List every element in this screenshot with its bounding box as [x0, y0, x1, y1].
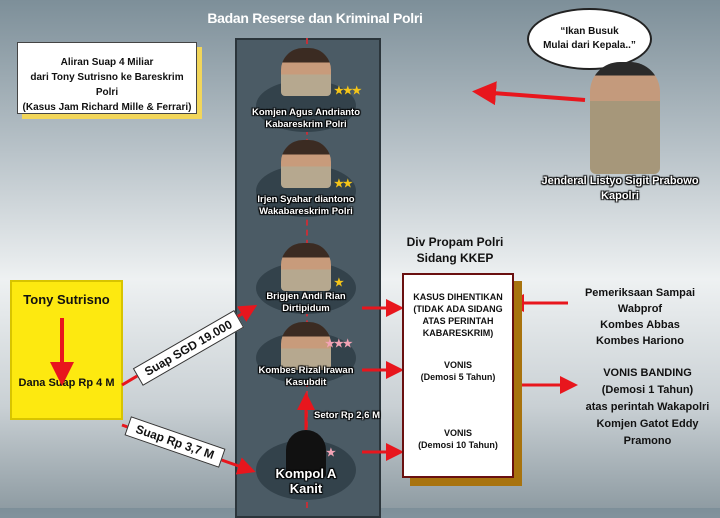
page-title: Badan Reserse dan Kriminal Polri	[207, 10, 423, 26]
official-photo-syahar	[281, 140, 331, 188]
official-role: Kanit	[289, 481, 323, 496]
examination-line: Kombes Abbas	[600, 319, 680, 331]
appeal-line: atas perintah Wakapolri	[585, 401, 710, 413]
examination-line: Pemeriksaan Sampai Wabprof	[584, 287, 696, 315]
quote-line: Mulai dari Kepala..”	[543, 40, 636, 51]
official-name: Komjen Agus Andrianto	[251, 107, 361, 118]
info-line: (Kasus Jam Richard Mille & Ferrari)	[22, 102, 192, 113]
official-photo-andi	[281, 243, 331, 291]
official-role: Wakabareskrim Polri	[259, 206, 353, 217]
appeal-line: VONIS BANDING	[603, 367, 692, 379]
kapolri-photo	[590, 62, 660, 174]
appeal-text: VONIS BANDING (Demosi 1 Tahun) atas perint…	[575, 365, 720, 450]
propam-title: Div Propam Polri	[406, 235, 504, 249]
official-name: Brigjen Andi Rian	[266, 291, 346, 302]
pointing-arrow	[472, 81, 586, 106]
official-photo-rizal	[281, 322, 331, 370]
verdict-line: ATAS PERINTAH	[422, 316, 494, 326]
verdict-1: KASUS DIHENTIKAN (TIDAK ADA SIDANG ATAS PE…	[404, 291, 512, 339]
verdict-line: (Demosi 5 Tahun)	[420, 372, 496, 382]
quote-line: “Ikan Busuk	[560, 26, 619, 37]
kapolri-role: Kapolri	[601, 190, 639, 202]
verdict-line: KASUS DIHENTIKAN	[413, 292, 503, 302]
appeal-line: Komjen Gatot Eddy Pramono	[596, 418, 699, 447]
appeal-line: (Demosi 1 Tahun)	[601, 384, 694, 396]
propam-subtitle: Sidang KKEP	[416, 251, 494, 265]
official-role: Kabareskrim Polri	[265, 119, 347, 130]
verdict-line: VONIS	[443, 428, 472, 438]
official-role: Kasubdit	[285, 377, 327, 388]
silhouette-icon	[286, 430, 326, 478]
star-icon: ★	[326, 447, 336, 459]
official-name: Irjen Syahar diantono	[257, 194, 355, 205]
star-icon: ★★★	[334, 85, 362, 97]
briber-box: Tony Sutrisno Dana Suap Rp 4 M	[10, 280, 123, 420]
verdict-box: KASUS DIHENTIKAN (TIDAK ADA SIDANG ATAS PE…	[402, 273, 514, 478]
official-photo-agus	[281, 48, 331, 96]
examination-line: Kombes Hariono	[595, 335, 684, 347]
star-icon: ★★★	[325, 338, 353, 350]
info-line: dari Tony Sutrisno ke Bareskrim Polri	[30, 72, 184, 98]
official-name: Kombes Rizal Irawan	[258, 365, 354, 376]
verdict-2: VONIS (Demosi 5 Tahun)	[404, 359, 512, 383]
info-line: Aliran Suap 4 Miliar	[60, 57, 154, 68]
star-icon: ★★	[334, 178, 353, 190]
verdict-line: VONIS	[443, 360, 472, 370]
verdict-line: (Demosi 10 Tahun)	[418, 440, 498, 450]
flow-label-setor: Setor Rp 2,6 M	[314, 410, 380, 421]
verdict-3: VONIS (Demosi 10 Tahun)	[404, 427, 512, 451]
verdict-line: KABARESKRIM)	[422, 328, 494, 338]
kapolri-name: Jenderal Listyo Sigit Prabowo	[541, 175, 699, 187]
official-role: Dirtipidum	[282, 303, 330, 314]
verdict-line: (TIDAK ADA SIDANG	[413, 304, 503, 314]
info-box: Aliran Suap 4 Miliar dari Tony Sutrisno …	[17, 42, 197, 114]
briber-name: Tony Sutrisno	[23, 292, 110, 307]
official-name: Kompol A	[275, 466, 337, 481]
star-icon: ★	[334, 277, 344, 289]
